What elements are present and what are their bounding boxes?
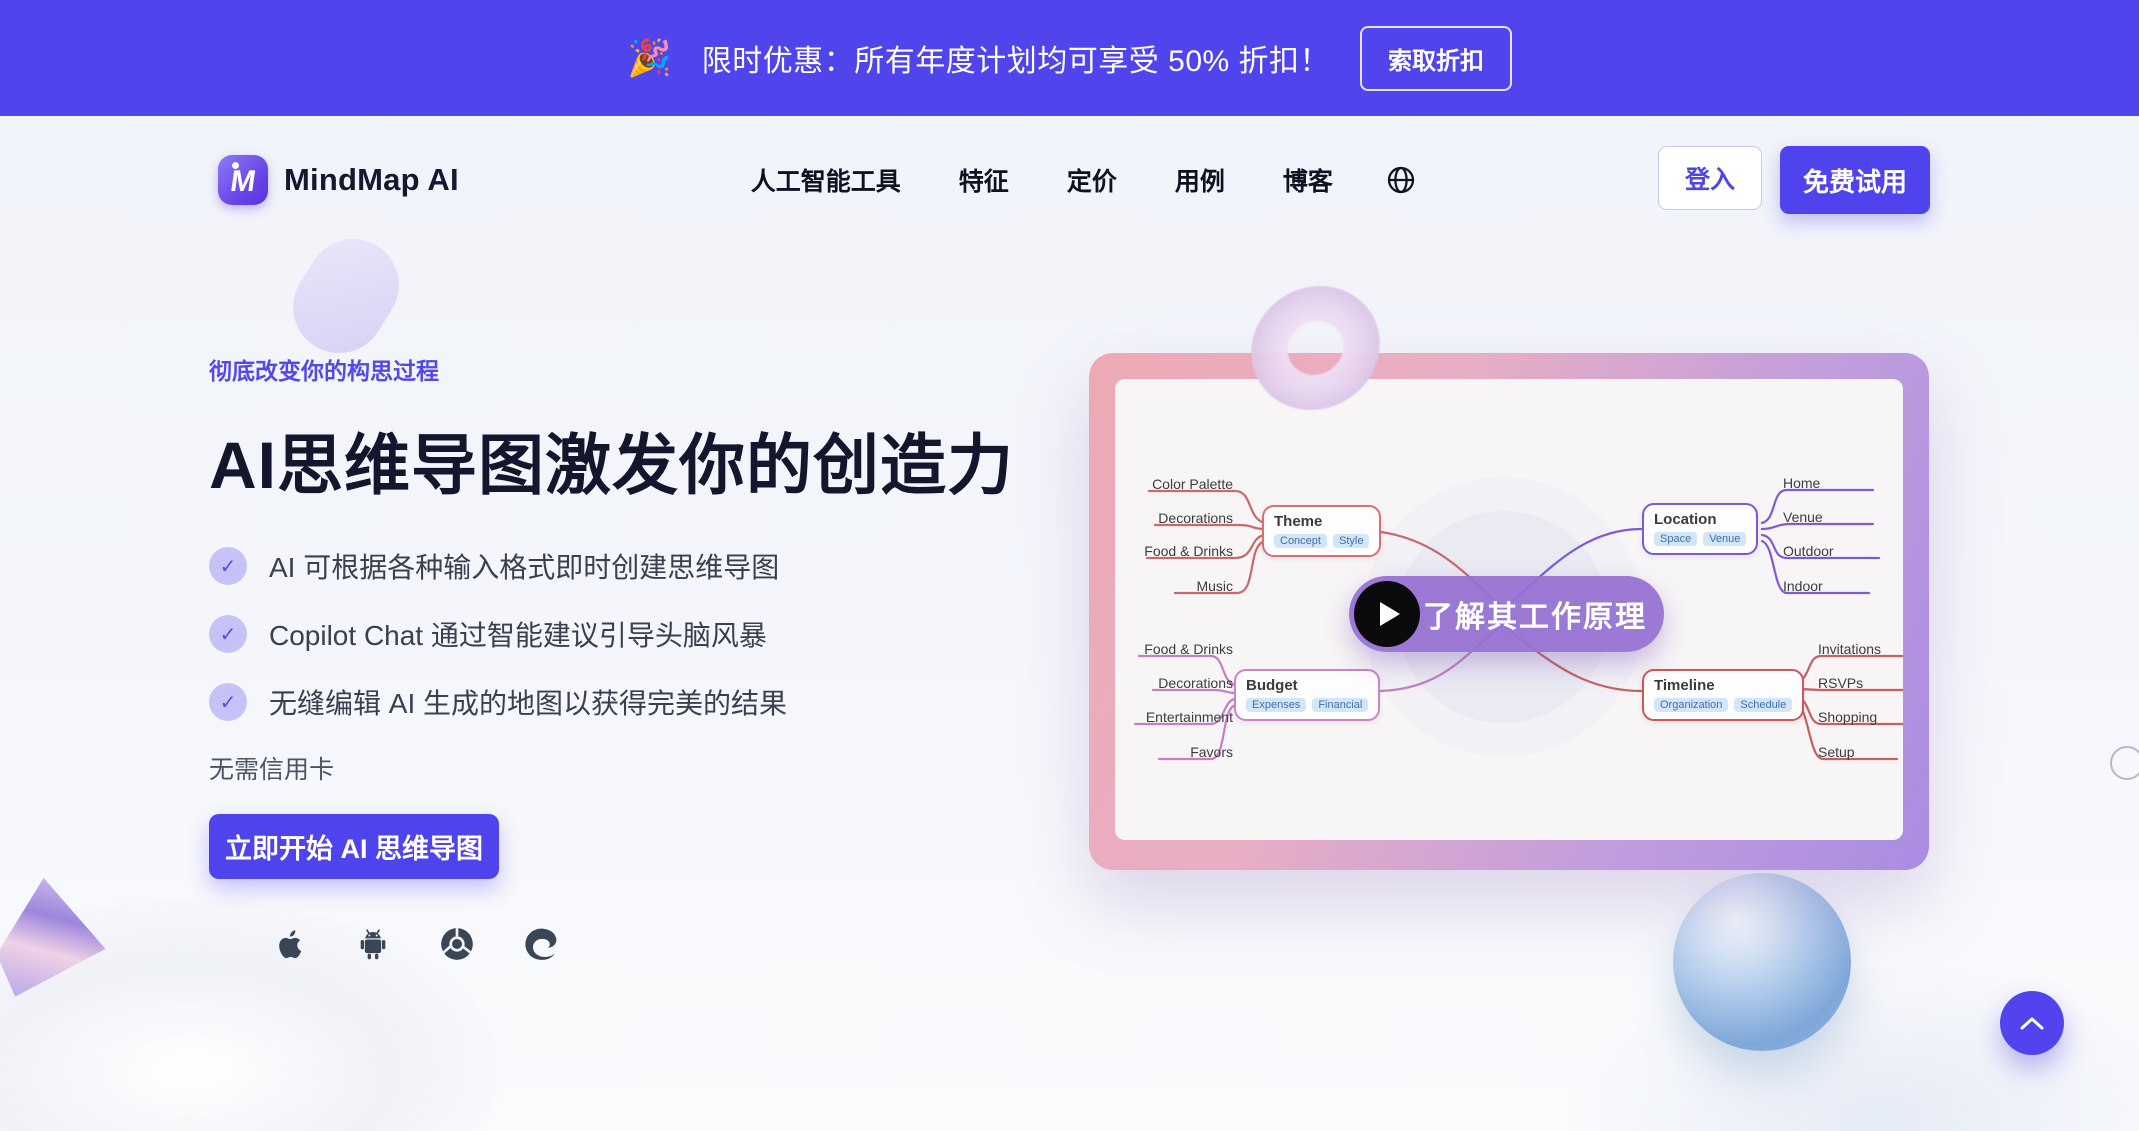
nav-item-ai-tools[interactable]: 人工智能工具 — [750, 168, 901, 196]
mindmap-leaf: Food & Drinks — [1144, 641, 1233, 657]
free-trial-button[interactable]: 免费试用 — [1780, 146, 1930, 214]
chrome-icon — [437, 924, 477, 964]
logo-icon: M — [218, 155, 268, 205]
mindmap-leaf: Setup — [1818, 744, 1855, 760]
claim-discount-button[interactable]: 索取折扣 — [1360, 25, 1513, 91]
mindmap-leaf: RSVPs — [1818, 675, 1864, 691]
mindmap-leaf: Decorations — [1158, 510, 1233, 526]
mindmap-node-budget: Budget Expenses Financial — [1234, 669, 1381, 721]
brand-name: MindMap AI — [284, 162, 459, 197]
site-header: M MindMap AI 人工智能工具 特征 定价 用例 博客 登入 免费试用 — [0, 116, 2139, 244]
apple-icon — [271, 923, 309, 965]
mindmap-leaf: Home — [1783, 475, 1821, 491]
tag: Style — [1332, 534, 1370, 548]
prism-cone-decoration — [0, 869, 111, 998]
check-icon: ✓ — [209, 547, 247, 586]
feature-bullets: ✓ AI 可根据各种输入格式即时创建思维导图 ✓ Copilot Chat 通过… — [209, 546, 1059, 722]
start-mindmap-button[interactable]: 立即开始 AI 思维导图 — [209, 814, 499, 880]
hero-title: AI思维导图激发你的创造力 — [209, 428, 1014, 502]
ring-decoration — [2110, 746, 2139, 780]
mindmap-node-location: Location Space Venue — [1642, 503, 1759, 555]
nav-item-blog[interactable]: 博客 — [1282, 168, 1333, 196]
nav-item-features[interactable]: 特征 — [958, 168, 1009, 196]
check-icon: ✓ — [209, 615, 247, 654]
tag: Venue — [1703, 532, 1747, 546]
android-icon — [353, 923, 393, 965]
tag: Schedule — [1734, 698, 1793, 712]
mindmap-leaf: Entertainment — [1145, 709, 1233, 725]
list-item: ✓ 无缝编辑 AI 生成的地图以获得完美的结果 — [209, 682, 1059, 722]
language-globe-icon[interactable] — [1385, 164, 1417, 196]
list-item: ✓ Copilot Chat 通过智能建议引导头脑风暴 — [209, 614, 1059, 654]
nav-item-use-cases[interactable]: 用例 — [1174, 168, 1225, 196]
hero-tagline: 彻底改变你的构思过程 — [209, 358, 439, 384]
main-nav: 人工智能工具 特征 定价 用例 博客 — [751, 162, 1333, 198]
tag: Organization — [1654, 698, 1729, 712]
brand-logo[interactable]: M MindMap AI — [218, 155, 459, 205]
mindmap-leaf: Music — [1196, 578, 1233, 594]
mindmap-leaf: Outdoor — [1783, 543, 1834, 559]
mindmap-leaf: Decorations — [1158, 675, 1233, 691]
mindmap-leaf: Food & Drinks — [1144, 543, 1233, 559]
mindmap-leaf: Favors — [1190, 744, 1233, 760]
tag: Space — [1654, 532, 1698, 546]
mindmap-node-theme: Theme Concept Style — [1262, 505, 1382, 557]
glass-sphere-decoration — [1673, 873, 1851, 1051]
party-popper-icon: 🎉 — [626, 37, 672, 78]
mindmap-leaf: Shopping — [1818, 709, 1878, 725]
mindmap-leaf: Indoor — [1783, 578, 1823, 594]
nav-item-pricing[interactable]: 定价 — [1066, 168, 1117, 196]
mindmap-node-timeline: Timeline Organization Schedule — [1642, 669, 1805, 721]
mindmap-leaf: Venue — [1783, 509, 1823, 525]
check-icon: ✓ — [209, 683, 247, 722]
mindmap-leaf: Color Palette — [1152, 476, 1233, 492]
mindmap-connectors — [1133, 488, 1903, 761]
platform-icons — [209, 923, 1059, 965]
tag: Expenses — [1246, 698, 1307, 712]
watch-video-button[interactable]: 了解其工作原理 — [1349, 576, 1664, 652]
promo-banner: 🎉 限时优惠：所有年度计划均可享受 50% 折扣！ 索取折扣 — [0, 0, 2139, 116]
tag: Concept — [1274, 534, 1327, 548]
play-icon — [1354, 581, 1420, 647]
edge-icon — [521, 924, 561, 964]
list-item: ✓ AI 可根据各种输入格式即时创建思维导图 — [209, 546, 1059, 586]
scroll-to-top-button[interactable] — [2000, 991, 2064, 1055]
hero-content: 彻底改变你的构思过程 AI思维导图激发你的创造力 ✓ AI 可根据各种输入格式即… — [209, 352, 1059, 965]
mindmap-leaf: Invitations — [1818, 641, 1882, 657]
login-button[interactable]: 登入 — [1658, 146, 1762, 210]
tag: Financial — [1312, 698, 1369, 712]
no-credit-card-note: 无需信用卡 — [209, 756, 335, 785]
promo-text: 限时优惠：所有年度计划均可享受 50% 折扣！ — [701, 45, 1331, 78]
chevron-up-icon — [2020, 1017, 2044, 1030]
header-actions: 登入 免费试用 — [1658, 146, 1930, 214]
